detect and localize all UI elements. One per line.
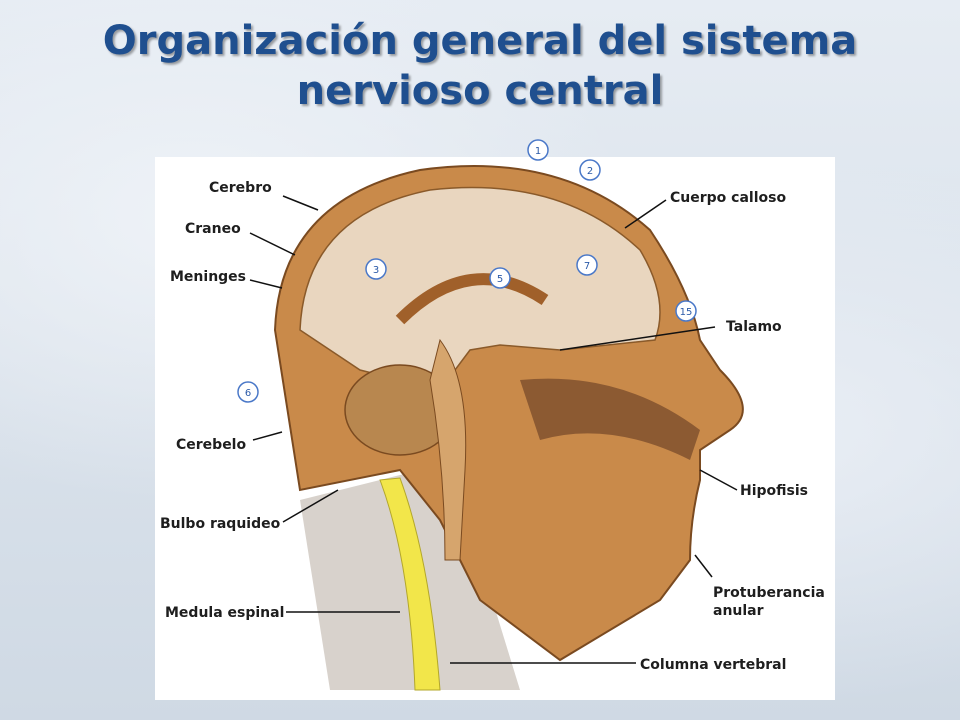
leader-line (282, 489, 339, 523)
marker-text: 15 (680, 307, 693, 318)
airway (520, 378, 700, 460)
brain-tissue (299, 186, 661, 391)
marker-circle (365, 258, 387, 280)
leader-line (249, 279, 283, 289)
leader-line (252, 431, 283, 441)
label-columna-vertebral: Columna vertebral (640, 657, 787, 673)
leader-line (282, 195, 319, 211)
marker-circle (675, 300, 697, 322)
leader-line (694, 554, 713, 578)
leader-line (249, 232, 296, 256)
label-meninges: Meninges (170, 269, 247, 285)
slide-title: Organización general del sistema nervios… (0, 16, 960, 116)
label-cuerpo-calloso: Cuerpo calloso (670, 190, 787, 206)
leader-line (699, 469, 738, 491)
label-medula-espinal: Medula espinal (165, 605, 285, 621)
marker-circle (576, 254, 598, 276)
label-cerebro: Cerebro (209, 180, 272, 196)
label-cerebelo: Cerebelo (176, 437, 247, 453)
title-line-2: nervioso central (296, 68, 664, 114)
marker-text: 2 (587, 166, 593, 177)
marker-text: 1 (535, 146, 541, 157)
marker-text: 7 (584, 261, 590, 272)
marker-circle (579, 159, 601, 181)
marker-text: 6 (245, 388, 251, 399)
marker-text: 5 (497, 274, 503, 285)
corpus-callosum (395, 273, 549, 325)
marker-text: 3 (373, 265, 379, 276)
leader-line (624, 199, 667, 229)
marker-circle (527, 139, 549, 161)
marker-circle (489, 267, 511, 289)
label-talamo: Talamo (726, 319, 782, 335)
label-hipofisis: Hipofisis (740, 483, 808, 499)
marker-circle (237, 381, 259, 403)
label-craneo: Craneo (185, 221, 241, 237)
spinal-cord (379, 477, 441, 691)
label-protuberancia-anular: Protuberancia anular (713, 585, 825, 619)
label-bulbo-raquideo: Bulbo raquideo (160, 516, 281, 532)
leader-line (559, 326, 716, 351)
title-line-1: Organización general del sistema (102, 18, 858, 64)
brainstem (429, 338, 467, 561)
